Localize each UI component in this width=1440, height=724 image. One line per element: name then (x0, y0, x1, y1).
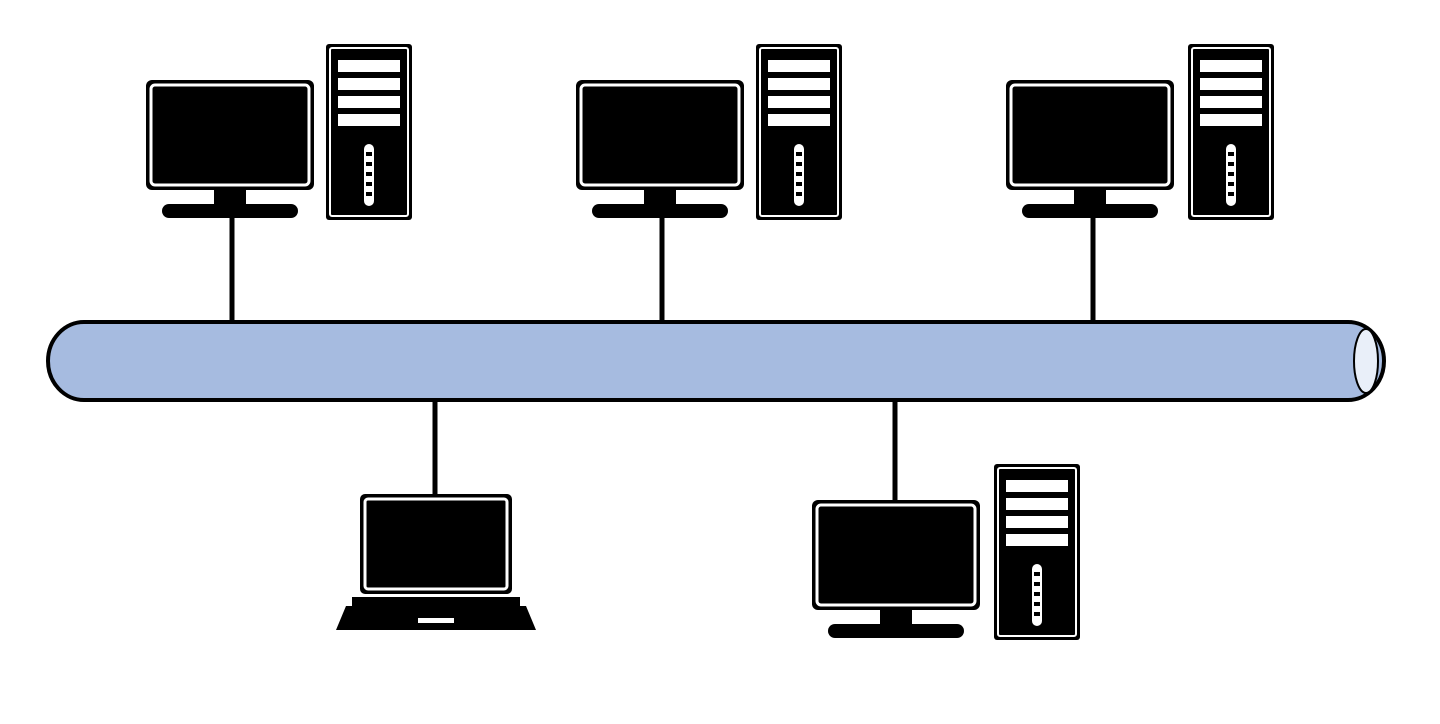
tower-icon (755, 43, 843, 221)
workstation-top-left (144, 43, 413, 221)
drop-lines (229, 216, 1096, 500)
tower-icon (993, 463, 1081, 641)
tower-icon (325, 43, 413, 221)
laptop-bottom-left (334, 492, 538, 632)
monitor-icon (144, 78, 316, 220)
bus-cable (46, 320, 1386, 402)
monitor-icon (810, 498, 982, 640)
laptop-icon (334, 492, 538, 632)
workstation-top-right (1004, 43, 1275, 221)
workstation-top-center (574, 43, 843, 221)
tower-icon (1187, 43, 1275, 221)
workstation-bottom-right (810, 463, 1081, 641)
monitor-icon (574, 78, 746, 220)
monitor-icon (1004, 78, 1176, 220)
